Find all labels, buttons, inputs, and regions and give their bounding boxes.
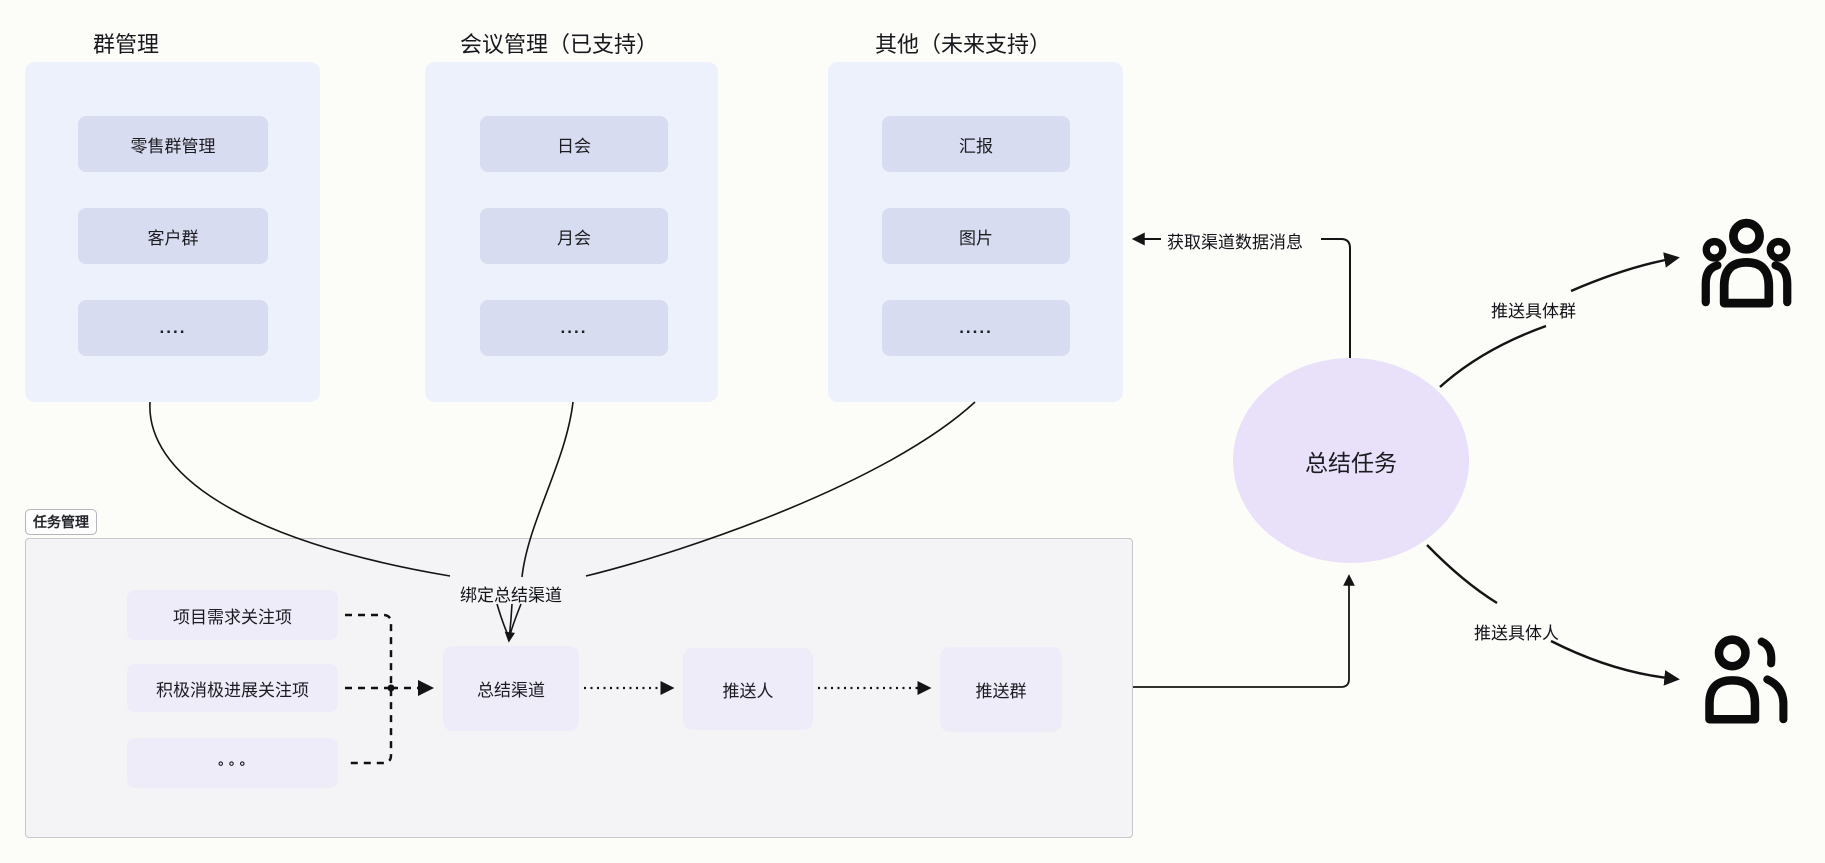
node-push-group[interactable]: 推送群 — [940, 647, 1062, 732]
node-progress-focus[interactable]: 积极消极进展关注项 — [127, 664, 338, 712]
column-title-meeting-management: 会议管理（已支持） — [460, 32, 659, 57]
node-push-person[interactable]: 推送人 — [683, 648, 813, 730]
group-of-people-icon[interactable] — [1698, 211, 1795, 308]
edge-push-specific-group — [1439, 252, 1680, 388]
node-monthly-meeting[interactable]: 月会 — [480, 208, 668, 264]
task-management-chip: 任务管理 — [25, 509, 97, 535]
edge-label-get-channel-data: 获取渠道数据消息 — [1167, 233, 1303, 252]
node-retail-group[interactable]: 零售群管理 — [78, 116, 268, 172]
edge-get-channel-data — [1131, 232, 1351, 358]
node-customer-group[interactable]: 客户群 — [78, 208, 268, 264]
two-person-icon[interactable] — [1698, 634, 1793, 724]
node-group-more[interactable]: .... — [78, 300, 268, 356]
node-other-more[interactable]: ..... — [882, 300, 1070, 356]
summary-task-label: 总结任务 — [1305, 449, 1397, 476]
node-daily-meeting[interactable]: 日会 — [480, 116, 668, 172]
node-project-requirement-focus[interactable]: 项目需求关注项 — [127, 590, 338, 640]
node-summary-task[interactable]: 总结任务 — [1233, 358, 1469, 563]
column-title-group-management: 群管理 — [93, 32, 160, 57]
node-image[interactable]: 图片 — [882, 208, 1070, 264]
node-report[interactable]: 汇报 — [882, 116, 1070, 172]
edge-label-bind-summary-channel: 绑定总结渠道 — [460, 586, 562, 605]
node-summary-channel[interactable]: 总结渠道 — [443, 646, 579, 731]
edge-label-push-specific-person: 推送具体人 — [1474, 624, 1559, 643]
edge-panel-to-summary-task — [1133, 574, 1355, 688]
node-meeting-more[interactable]: .... — [480, 300, 668, 356]
node-focus-more[interactable]: ∘∘∘ — [127, 738, 338, 788]
column-title-other: 其他（未来支持） — [875, 32, 1052, 57]
edge-push-specific-person — [1426, 544, 1680, 686]
edge-label-push-specific-group: 推送具体群 — [1491, 302, 1576, 321]
